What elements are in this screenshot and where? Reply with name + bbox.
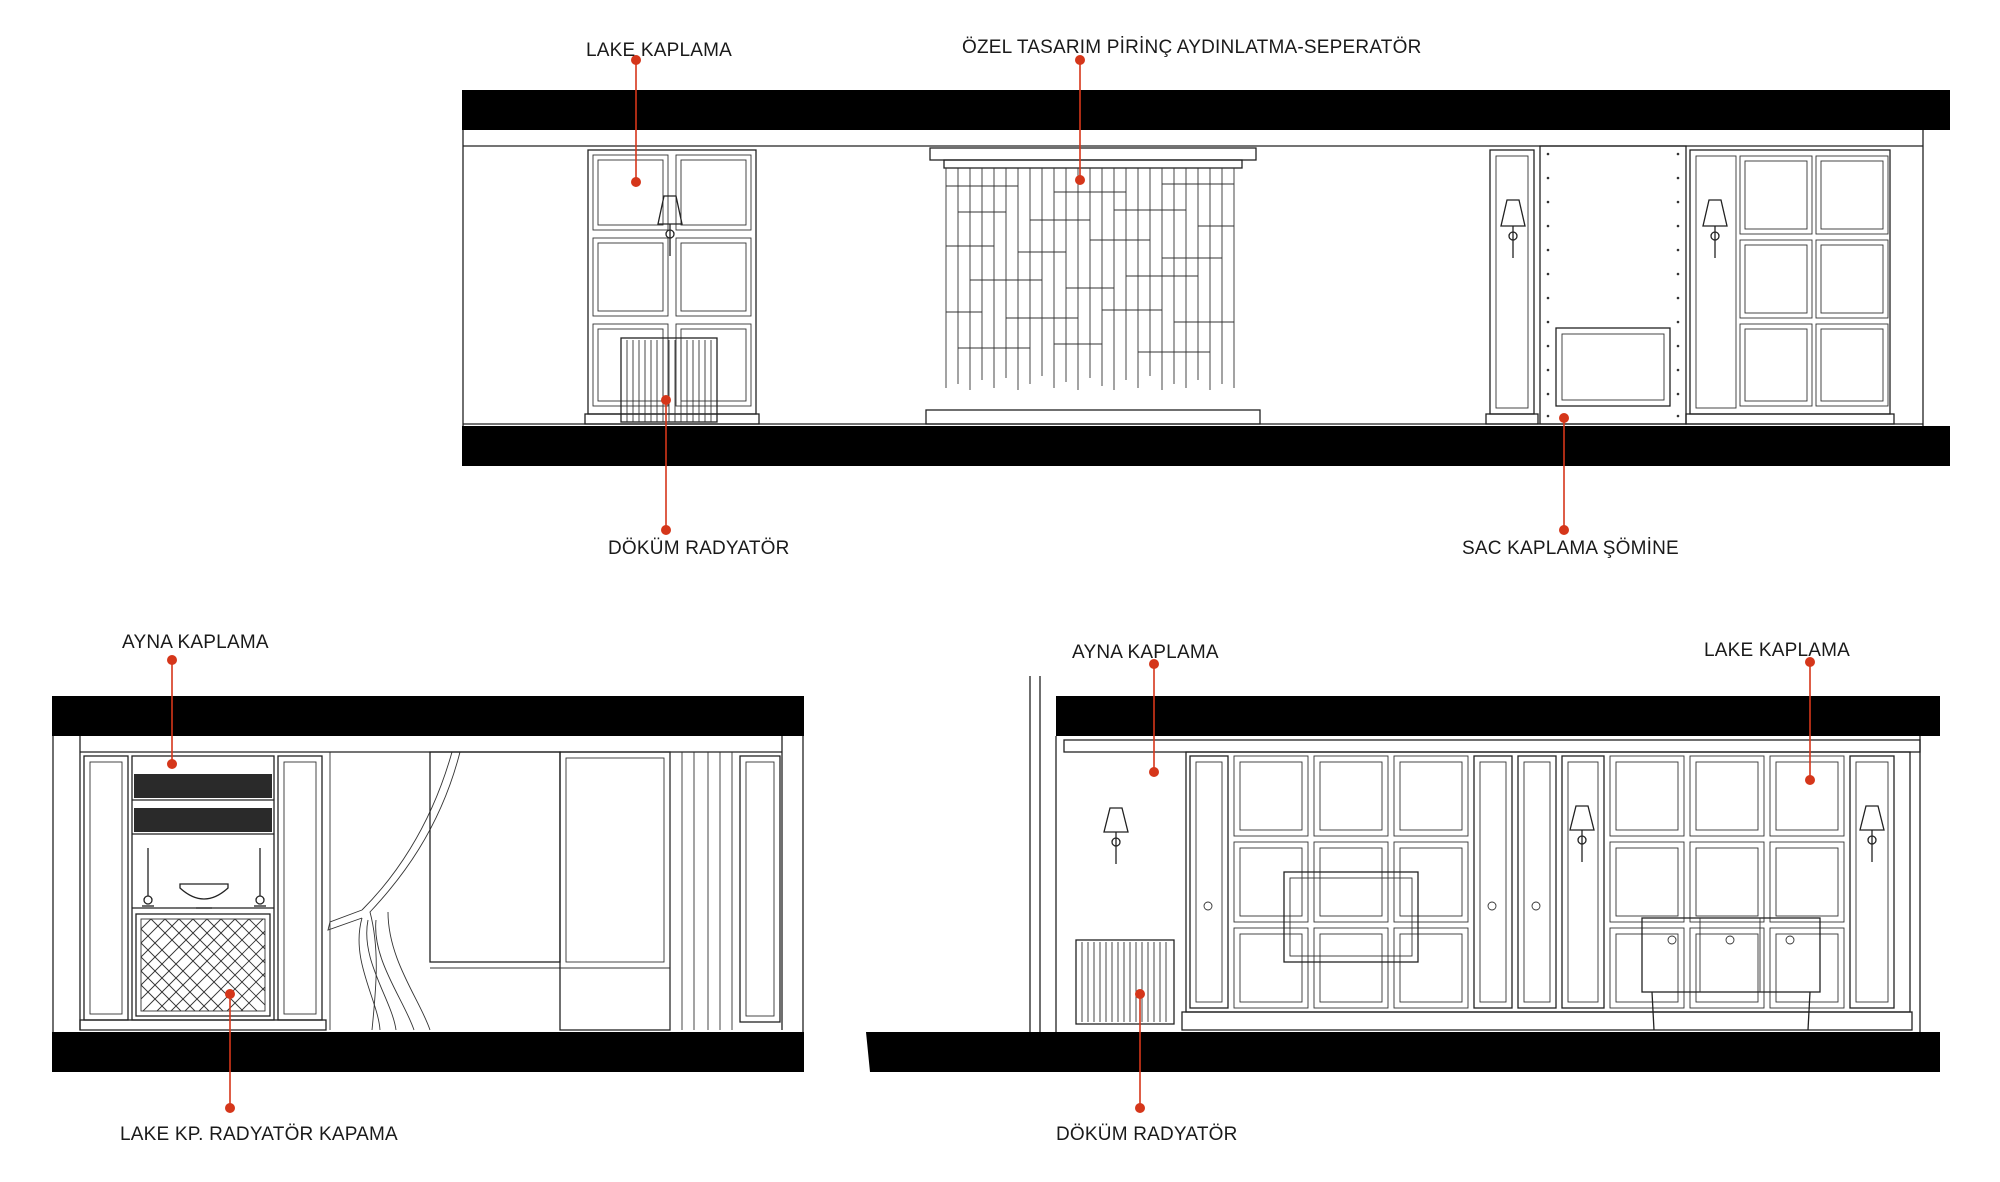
callout-label: DÖKÜM RADYATÖR <box>608 538 790 559</box>
right-wall-sconce <box>1569 805 1595 862</box>
side-curtain <box>669 752 781 1030</box>
decorative-bowl <box>179 883 229 900</box>
top-lake-panel-wall <box>584 149 760 425</box>
top-brass-separator <box>925 147 1261 425</box>
top-right-panel-wall <box>1685 149 1895 425</box>
left-pilaster <box>79 755 327 1031</box>
callout-right-lake: LAKE KAPLAMA <box>1704 640 1850 785</box>
callout-label: SAC KAPLAMA ŞÖMİNE <box>1462 538 1679 559</box>
callout-label: LAKE KP. RADYATÖR KAPAMA <box>120 1124 398 1145</box>
top-cast-radiator <box>620 337 718 423</box>
radiator-cover-grille <box>135 913 271 1017</box>
candle-holder <box>142 848 266 907</box>
callout-label: DÖKÜM RADYATÖR <box>1056 1124 1238 1145</box>
callout-right-mirror: AYNA KAPLAMA <box>1072 642 1219 777</box>
tv-screen <box>1283 871 1419 963</box>
callout-label: LAKE KAPLAMA <box>1704 640 1850 661</box>
console-cabinet <box>1641 917 1821 1031</box>
callout-left-mirror: AYNA KAPLAMA <box>122 632 269 769</box>
elevation-top: LAKE KAPLAMA ÖZEL TASARIM PİRİNÇ AYDINLA… <box>462 37 1950 559</box>
top-wall-sconce <box>657 195 683 256</box>
callout-label: AYNA KAPLAMA <box>122 632 269 653</box>
left-floor-slab <box>52 1032 804 1072</box>
callout-top-separator: ÖZEL TASARIM PİRİNÇ AYDINLATMA-SEPERATÖR <box>962 37 1422 185</box>
top-ceiling-slab <box>462 90 1950 130</box>
right-ceiling-slab <box>1056 696 1940 736</box>
top-wall-sconce <box>1702 199 1728 258</box>
callout-right-radiator: DÖKÜM RADYATÖR <box>1056 989 1238 1145</box>
right-floor-slab <box>866 1032 1940 1072</box>
callout-label: AYNA KAPLAMA <box>1072 642 1219 663</box>
left-window-opening <box>429 751 671 1031</box>
callout-left-radiator-cover: LAKE KP. RADYATÖR KAPAMA <box>120 989 398 1145</box>
left-ceiling-slab <box>52 696 804 736</box>
callout-top-lake: LAKE KAPLAMA <box>586 40 732 187</box>
top-right-pilaster <box>1485 149 1539 425</box>
elevation-bottom-left: AYNA KAPLAMA LAKE KP. RADYATÖR KAPAMA <box>52 632 804 1145</box>
callout-label: ÖZEL TASARIM PİRİNÇ AYDINLATMA-SEPERATÖR <box>962 37 1422 58</box>
right-cast-radiator <box>1075 939 1175 1025</box>
top-floor-slab <box>462 426 1950 466</box>
callout-top-fireplace: SAC KAPLAMA ŞÖMİNE <box>1462 413 1679 559</box>
right-wall-sconce <box>1103 807 1129 864</box>
top-wall-sconce <box>1500 199 1526 258</box>
curtain <box>327 751 461 1031</box>
left-mirror-shelves <box>131 755 275 1021</box>
top-sheet-fireplace <box>1539 145 1687 425</box>
elevation-bottom-right: AYNA KAPLAMA LAKE KAPLAMA DÖKÜM RADYATÖR <box>866 640 1940 1145</box>
callout-label: LAKE KAPLAMA <box>586 40 732 61</box>
callout-top-radiator: DÖKÜM RADYATÖR <box>608 395 790 559</box>
right-panel-wall <box>1181 751 1913 1031</box>
right-wall-sconce <box>1859 805 1885 862</box>
